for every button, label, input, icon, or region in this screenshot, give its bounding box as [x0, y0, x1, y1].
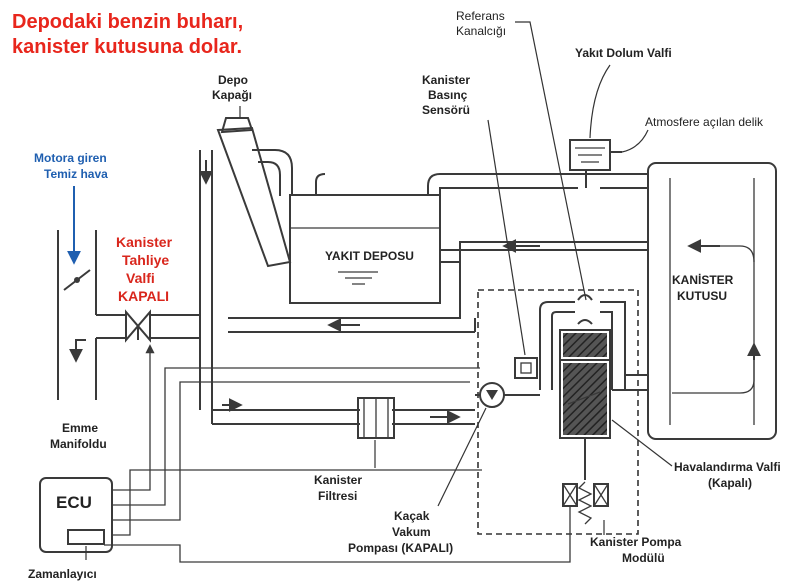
fuel-tank-label: YAKIT DEPOSU [325, 249, 414, 263]
pressure-sensor-label-2: Basınç [428, 88, 468, 102]
fresh-air-label-1: Motora giren [34, 151, 107, 165]
spring-icon [577, 481, 593, 525]
canister-label-2: KUTUSU [677, 289, 727, 303]
pressure-sensor-label-1: Kanister [422, 73, 470, 87]
pressure-sensor-label-3: Sensörü [422, 103, 470, 117]
leak-pump-label-2: Vakum [392, 525, 431, 539]
canister-filter-label-1: Kanister [314, 473, 362, 487]
purge-valve-label-2: Tahliye [122, 252, 169, 268]
timer-label: Zamanlayıcı [28, 567, 97, 581]
vent-valve-label-1: Havalandırma Valfi [674, 460, 781, 474]
leak-pump-label-3: Pompası (KAPALI) [348, 541, 453, 555]
purge-valve-label-4: KAPALI [118, 288, 169, 304]
refuel-valve-label: Yakıt Dolum Valfi [575, 46, 672, 60]
refuel-valve [569, 139, 622, 188]
ecu-label: ECU [56, 493, 92, 512]
refuel-valve-leader [589, 64, 611, 139]
fresh-air-label-2: Temiz hava [44, 167, 108, 181]
vent-valve-label-2: (Kapalı) [708, 476, 752, 490]
headline-line1: Depodaki benzin buharı, [12, 11, 243, 33]
pressure-sensor-leader [487, 119, 526, 356]
ecu-box [39, 477, 113, 553]
atmosphere-hole-label: Atmosfere açılan delik [645, 115, 764, 129]
reference-channel-label-1: Referans [456, 9, 505, 23]
headline-line2: kanister kutusuna dolar. [12, 36, 242, 58]
intake-manifold-label-2: Manifoldu [50, 437, 107, 451]
vapor-pipes [199, 150, 648, 425]
filler-neck [216, 117, 293, 268]
fuel-cap-label-1: Depo [218, 73, 248, 87]
leak-pump-label-1: Kaçak [394, 509, 430, 523]
vent-valve-leader [611, 419, 673, 467]
fuel-cap-label-2: Kapağı [212, 88, 252, 102]
canister-filter-label-2: Filtresi [318, 489, 357, 503]
reference-channel-label-2: Kanalcığı [456, 24, 506, 38]
atmosphere-hole-leader [621, 129, 649, 153]
leak-pump-leader [437, 407, 487, 507]
valve-icon [96, 309, 200, 343]
fuel-tank [289, 194, 441, 304]
purge-valve-label-3: Valfi [126, 270, 155, 286]
pump-module [477, 289, 648, 535]
pump-module-label-2: Modülü [622, 551, 665, 565]
intake-manifold-label-1: Emme [62, 421, 98, 435]
canister-box [647, 162, 777, 440]
purge-valve-label-1: Kanister [116, 234, 173, 250]
canister-filter [357, 397, 395, 439]
intake-manifold [57, 230, 97, 400]
pump-module-label-1: Kanister Pompa [590, 535, 682, 549]
canister-label-1: KANİSTER [672, 272, 734, 287]
pump-icon [474, 318, 540, 408]
reference-channel-leader [515, 21, 587, 301]
ecu-wiring [104, 344, 571, 563]
